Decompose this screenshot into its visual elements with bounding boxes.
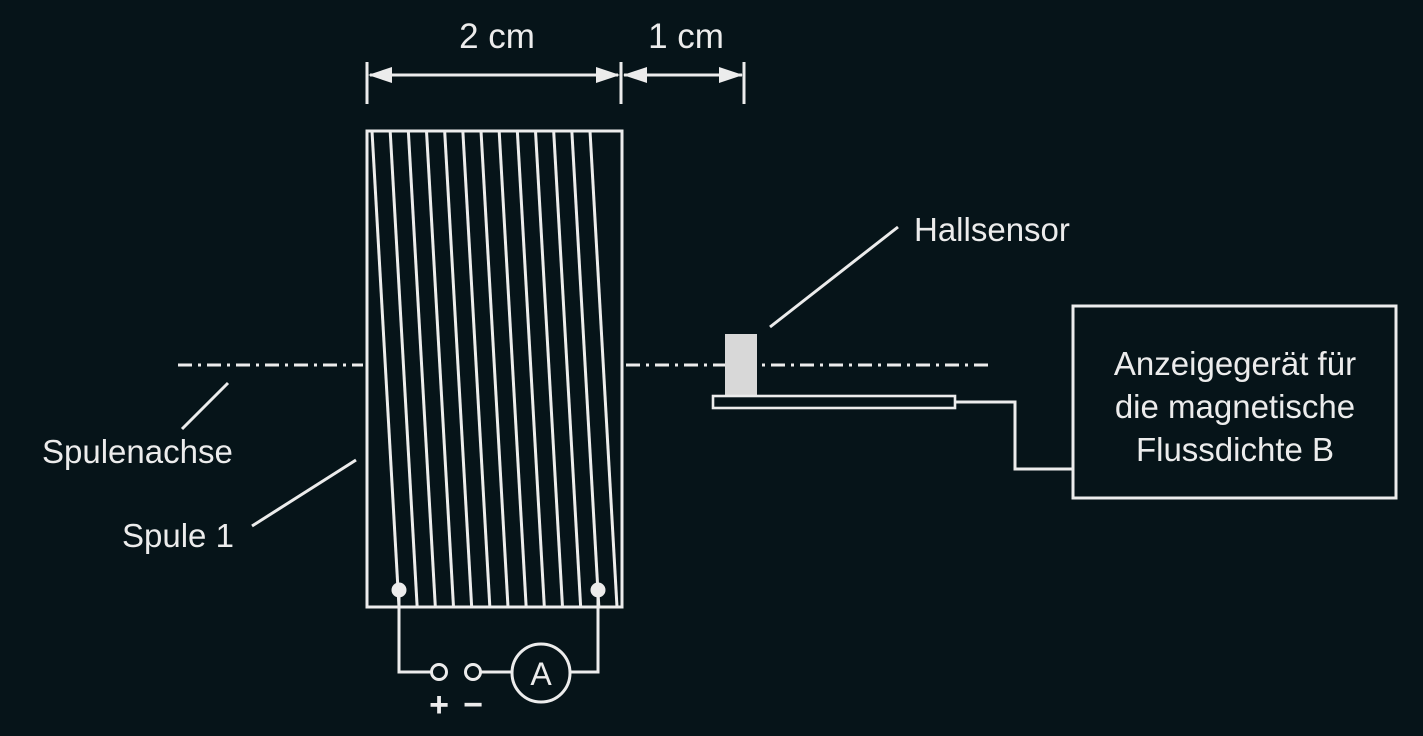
coil-winding xyxy=(443,130,474,608)
dimension-label-2cm: 2 cm xyxy=(459,17,535,56)
coil-winding xyxy=(370,130,401,608)
display-device: Anzeigegerät für die magnetische Flussdi… xyxy=(1071,304,1398,500)
hall-sensor xyxy=(711,334,1073,471)
coil-winding xyxy=(406,130,437,608)
label-hall-sensor: Hallsensor xyxy=(914,211,1070,248)
leader-coil-axis xyxy=(180,381,230,431)
coil-frame xyxy=(365,129,624,609)
coil-windings xyxy=(370,130,619,608)
coil-winding xyxy=(552,130,583,608)
coil-winding xyxy=(570,130,601,608)
terminal-plus xyxy=(430,663,448,681)
plus-sign: + xyxy=(429,686,449,724)
coil-winding xyxy=(388,130,419,608)
coil-winding xyxy=(479,130,510,608)
dimension-label-1cm: 1 cm xyxy=(648,17,724,56)
hall-sensor-chip xyxy=(725,334,757,396)
display-device-label-line3: Flussdichte B xyxy=(1136,431,1334,468)
probe-cable xyxy=(955,400,1073,471)
coil xyxy=(365,129,624,609)
ammeter-label: A xyxy=(530,656,552,692)
coil-winding xyxy=(497,130,528,608)
label-coil: Spule 1 xyxy=(122,517,234,554)
supply-circuit: A + − xyxy=(397,590,600,724)
coil-winding xyxy=(588,130,619,608)
display-device-label-line2: die magnetische xyxy=(1115,388,1355,425)
coil-winding xyxy=(425,130,455,608)
dimension-gap: 1 cm xyxy=(623,17,746,104)
coil-winding xyxy=(461,130,492,608)
leader-hall-sensor xyxy=(769,225,899,329)
display-device-box xyxy=(1071,304,1398,500)
coil-winding xyxy=(534,130,564,608)
leader-coil xyxy=(251,458,357,528)
minus-sign: − xyxy=(463,686,483,724)
hall-sensor-probe xyxy=(711,394,957,410)
display-device-label-line1: Anzeigegerät für xyxy=(1114,345,1356,382)
dimension-coil-length: 2 cm xyxy=(365,17,623,104)
coil-winding xyxy=(515,130,546,608)
label-coil-axis: Spulenachse xyxy=(42,433,233,470)
terminal-minus xyxy=(464,663,482,681)
annotations: Hallsensor Spulenachse Spule 1 xyxy=(42,211,1070,554)
